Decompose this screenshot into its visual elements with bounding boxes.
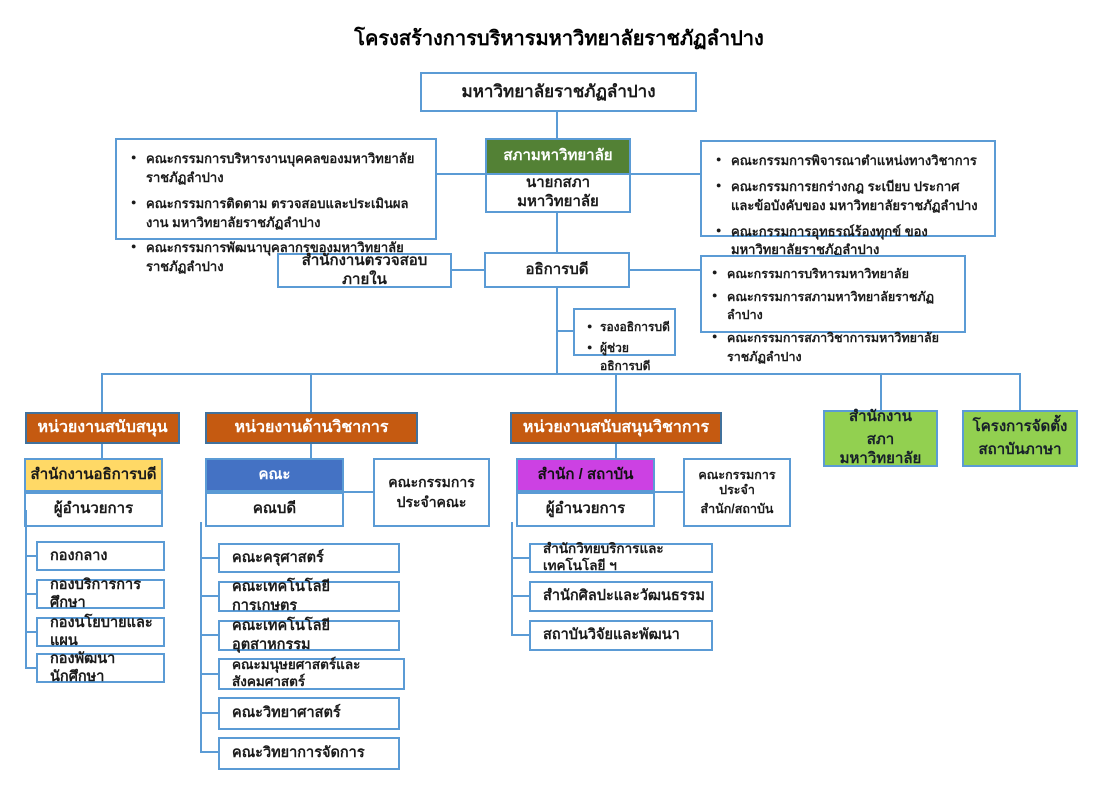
committee-item: คณะกรรมการสภามหาวิทยาลัยราชภัฏลำปาง: [712, 288, 958, 324]
institute-unit-box: สำนักวิทยบริการและเทคโนโลยี ฯ: [529, 541, 713, 573]
connector-line: [200, 673, 218, 675]
connector-line: [101, 373, 1021, 375]
connector-line: [558, 330, 573, 332]
connector-line: [511, 634, 529, 636]
council-president-box: นายกสภามหาวิทยาลัย: [485, 173, 631, 213]
connector-line: [631, 173, 700, 175]
connector-line: [200, 634, 218, 636]
connector-line: [101, 444, 103, 459]
committee-item: คณะกรรมการบริหารมหาวิทยาลัย: [712, 265, 958, 283]
language-institute-line: โครงการจัดตั้ง: [972, 417, 1068, 435]
committee-item: คณะกรรมการบริหารงานบุคคลของมหาวิทยาลัยรา…: [131, 150, 427, 188]
faculty-box: คณะ: [205, 458, 344, 492]
connector-line: [615, 444, 617, 458]
connector-line: [655, 491, 683, 493]
connector-line: [556, 288, 558, 375]
faculty-unit-box: คณะมนุษยศาสตร์และสังคมศาสตร์: [218, 657, 405, 690]
connector-line: [25, 667, 37, 669]
page-title: โครงสร้างการบริหารมหาวิทยาลัยราชภัฏลำปาง: [354, 28, 764, 50]
committee-item: คณะกรรมการสภาวิชาการมหาวิทยาลัยราชภัฏลำป…: [712, 329, 958, 365]
institute-committee-box: คณะกรรมการประจำ สำนัก/สถาบัน: [683, 458, 791, 527]
deputy-item: รองอธิการบดี: [587, 319, 670, 336]
president-box: อธิการบดี: [484, 252, 630, 288]
connector-line: [511, 557, 529, 559]
connector-line: [200, 595, 218, 597]
faculty-unit-box: คณะเทคโนโลยีการเกษตร: [218, 579, 400, 614]
institute-committee-line: คณะกรรมการประจำ: [698, 467, 776, 498]
academic-committees-box: คณะกรรมการพิจารณาตำแหน่งทางวิชาการ คณะกร…: [700, 140, 996, 257]
faculty-unit-box: คณะครุศาสตร์: [218, 543, 400, 573]
faculty-committee-line: ประจำคณะ: [396, 494, 467, 510]
support-unit-box: กองบริการการศึกษา: [36, 577, 165, 611]
support-unit-box: กองนโยบายและแผน: [36, 615, 165, 649]
deputy-item: ผู้ช่วยอธิการบดี: [587, 340, 670, 375]
connector-line: [25, 555, 37, 557]
connector-line: [511, 595, 529, 597]
committee-item: คณะกรรมการพัฒนาบุคลากรของมหาวิทยาลัยราชภ…: [131, 239, 427, 277]
institute-unit-box: สถาบันวิจัยและพัฒนา: [529, 620, 713, 651]
connector-line: [25, 593, 37, 595]
connector-line: [437, 173, 485, 175]
institute-unit-box: สำนักศิลปะและวัฒนธรรม: [529, 581, 713, 612]
connector-line: [630, 269, 700, 271]
branch-support-header: หน่วยงานสนับสนุน: [25, 412, 180, 444]
connector-line: [25, 631, 37, 633]
connector-line: [556, 112, 558, 138]
connector-line: [511, 522, 513, 636]
connector-line: [310, 444, 312, 458]
support-director-box: ผู้อำนวยการ: [24, 492, 163, 527]
connector-line: [200, 522, 202, 753]
institute-director-box: ผู้อำนวยการ: [516, 492, 655, 527]
faculty-unit-box: คณะวิทยาศาสตร์: [218, 697, 400, 730]
committee-item: คณะกรรมการติดตาม ตรวจสอบและประเมินผลงาน …: [131, 195, 427, 233]
committee-item: คณะกรรมการพิจารณาตำแหน่งทางวิชาการ: [716, 152, 986, 171]
connector-line: [344, 491, 373, 493]
connector-line: [310, 373, 312, 412]
connector-line: [615, 373, 617, 412]
university-box: มหาวิทยาลัยราชภัฏลำปาง: [420, 72, 697, 112]
support-unit-box: กองพัฒนานักศึกษา: [36, 651, 165, 685]
council-office-box: สำนักงาน สภามหาวิทยาลัย: [823, 408, 938, 467]
support-unit-box: กองกลาง: [36, 541, 165, 571]
connector-line: [200, 712, 218, 714]
institute-committee-line: สำนัก/สถาบัน: [700, 501, 774, 516]
institute-box: สำนัก / สถาบัน: [516, 458, 655, 492]
committee-item: คณะกรรมการยกร่างกฎ ระเบียบ ประกาศ และข้อ…: [716, 178, 986, 216]
dean-box: คณบดี: [205, 492, 344, 527]
connector-line: [25, 510, 27, 668]
connector-line: [452, 269, 484, 271]
connector-line: [1019, 373, 1021, 410]
faculty-unit-box: คณะเทคโนโลยีอุตสาหกรรม: [218, 618, 400, 653]
committee-item: คณะกรรมการอุทธรณ์ร้องทุกข์ ของมหาวิทยาลั…: [716, 223, 986, 261]
connector-line: [200, 557, 218, 559]
connector-line: [200, 751, 218, 753]
connector-line: [101, 373, 103, 412]
university-council-box: สภามหาวิทยาลัย: [485, 138, 631, 175]
language-institute-line: สถาบันภาษา: [978, 440, 1062, 458]
president-office-box: สำนักงานอธิการบดี: [24, 458, 163, 492]
admin-committees-box: คณะกรรมการบริหารมหาวิทยาลัย คณะกรรมการสภ…: [700, 255, 966, 364]
connector-line: [556, 213, 558, 252]
faculty-committee-box: คณะกรรมการ ประจำคณะ: [373, 458, 490, 527]
branch-academic-header: หน่วยงานด้านวิชาการ: [205, 412, 418, 444]
deputies-box: รองอธิการบดี ผู้ช่วยอธิการบดี: [573, 308, 676, 373]
faculty-committee-line: คณะกรรมการ: [388, 473, 475, 490]
branch-academic-support-header: หน่วยงานสนับสนุนวิชาการ: [510, 412, 722, 444]
connector-line: [880, 373, 882, 410]
council-office-line: สำนักงาน: [849, 408, 912, 426]
council-office-line: สภามหาวิทยาลัย: [839, 431, 922, 467]
language-institute-box: โครงการจัดตั้ง สถาบันภาษา: [962, 410, 1078, 467]
personnel-committees-box: คณะกรรมการบริหารงานบุคคลของมหาวิทยาลัยรา…: [115, 138, 437, 274]
faculty-unit-box: คณะวิทยาการจัดการ: [218, 737, 400, 770]
